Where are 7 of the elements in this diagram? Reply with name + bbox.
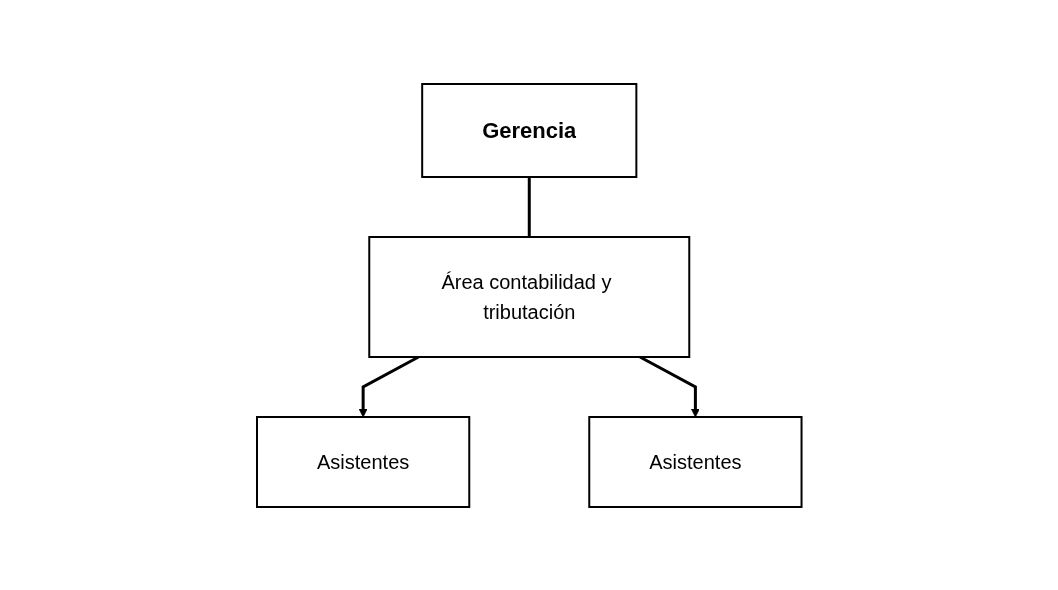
node-box: Asistentes	[588, 415, 803, 508]
connector	[527, 176, 531, 237]
node-box: Asistentes	[255, 415, 470, 508]
node-box: Área contabilidad y tributación	[368, 235, 690, 358]
node-box: Gerencia	[420, 82, 638, 178]
arrow	[358, 355, 419, 417]
arrow	[639, 355, 700, 417]
